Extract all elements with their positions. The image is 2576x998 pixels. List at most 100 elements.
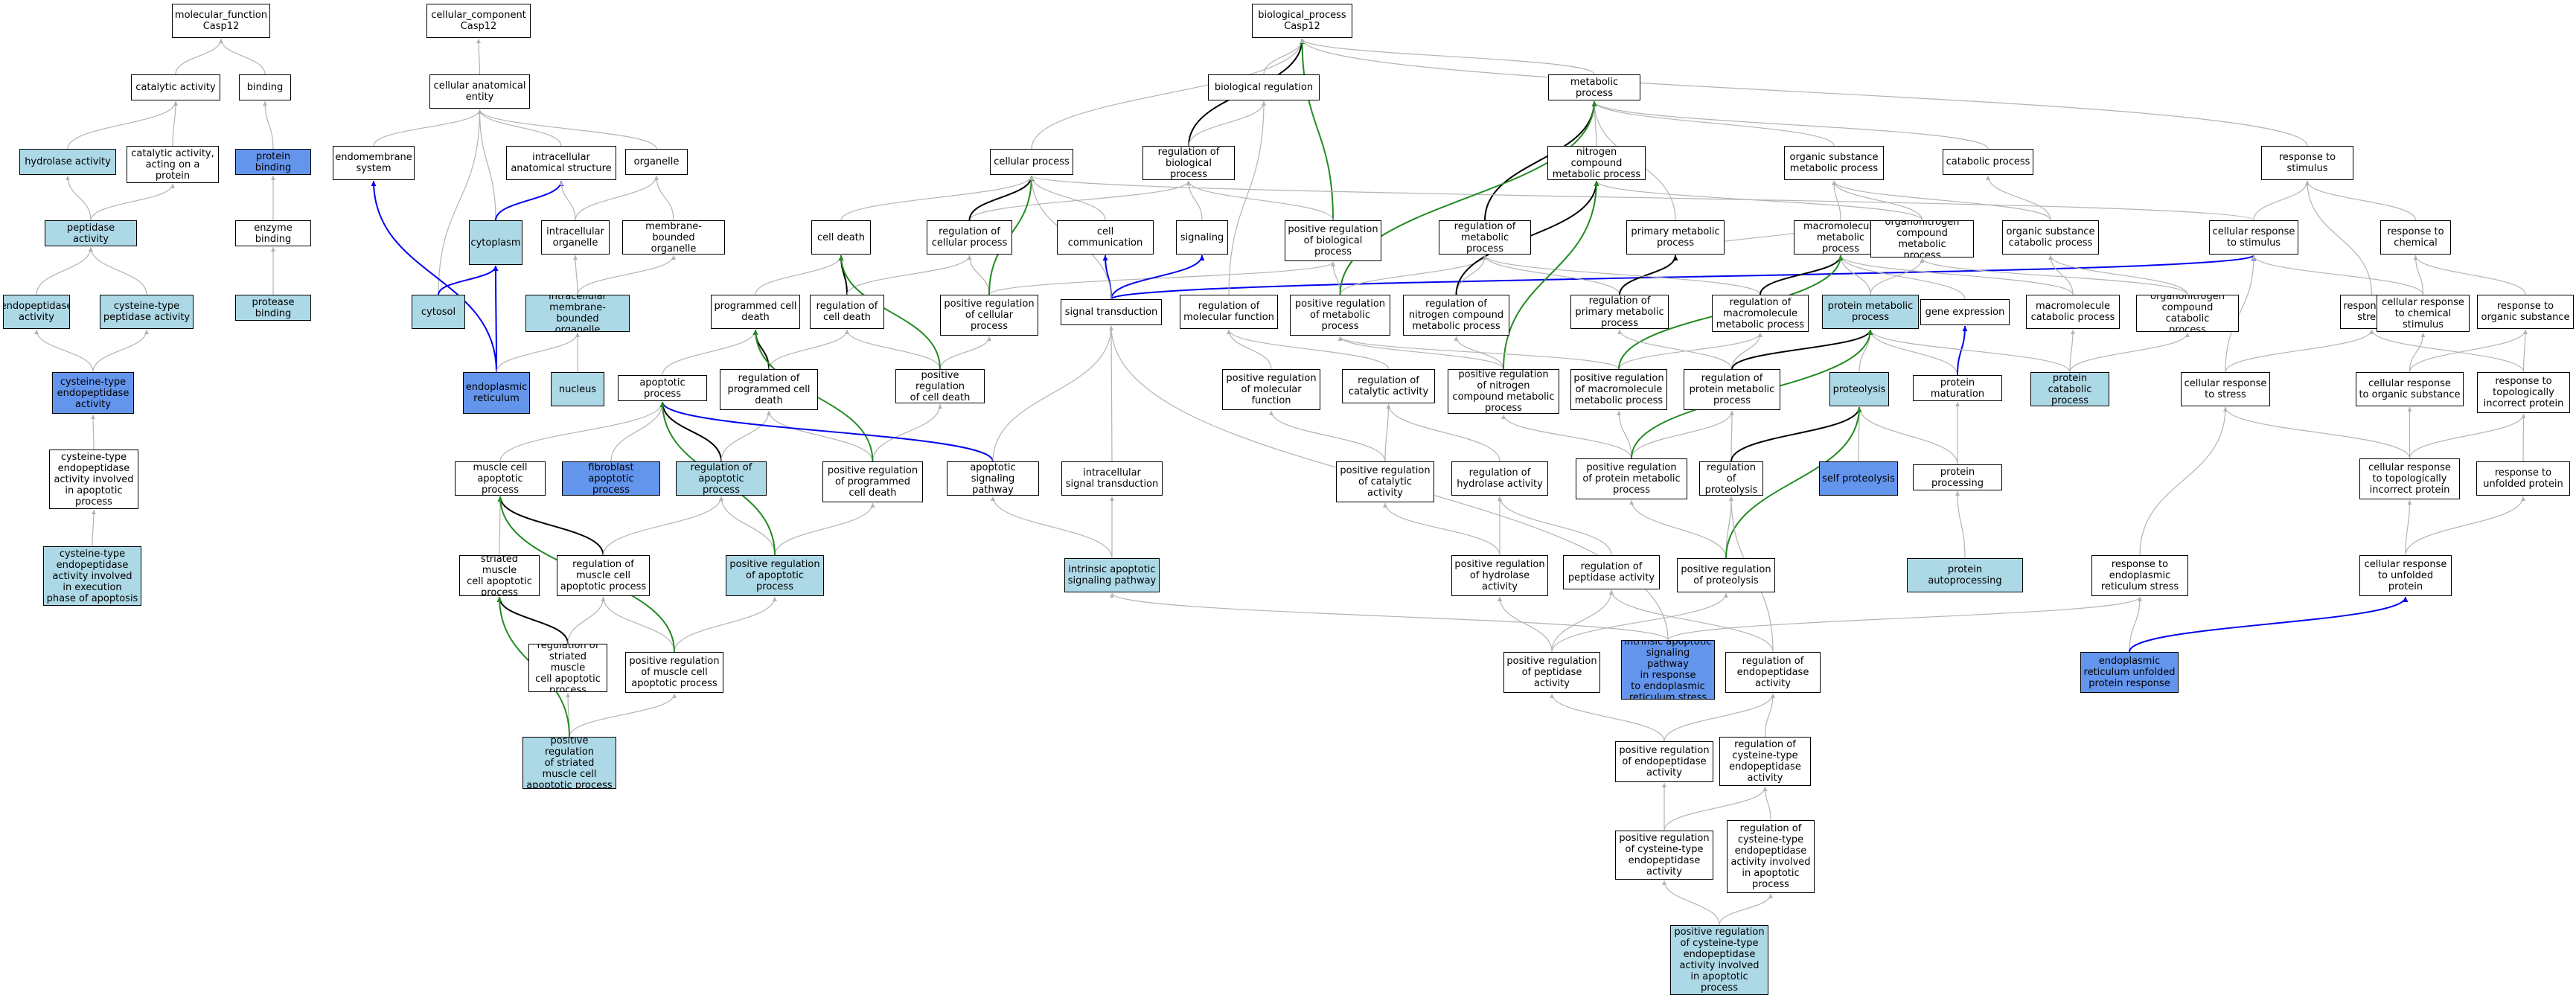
node-posregmolf[interactable]: positive regulation of molecular functio… [1222, 369, 1320, 410]
node-regpepact[interactable]: regulation of peptidase activity [1563, 555, 1660, 589]
node-posregcysapop[interactable]: positive regulation of cysteine-type end… [1670, 925, 1768, 995]
node-protmat[interactable]: protein maturation [1913, 375, 2002, 401]
node-celldeath[interactable]: cell death [811, 220, 871, 255]
node-regcysapop[interactable]: regulation of cysteine-type endopeptidas… [1727, 820, 1815, 893]
node-enzbind[interactable]: enzyme binding [235, 220, 311, 246]
node-posregendo[interactable]: positive regulation of endopeptidase act… [1615, 741, 1713, 782]
node-posregmuscle[interactable]: positive regulation of muscle cell apopt… [625, 652, 723, 693]
node-musclecell[interactable]: muscle cell apoptotic process [455, 461, 546, 496]
node-posmet[interactable]: positive regulation of metabolic process [1290, 295, 1390, 336]
node-catab[interactable]: catabolic process [1943, 149, 2033, 175]
node-posregcd[interactable]: positive regulation of cell death [895, 369, 985, 403]
node-orgcat[interactable]: organic substance catabolic process [2002, 220, 2099, 255]
node-intrinsic[interactable]: intrinsic apoptotic signaling pathway [1064, 558, 1160, 592]
node-sigtrans[interactable]: signal transduction [1061, 299, 1162, 325]
node-protcat[interactable]: protein catabolic process [2030, 372, 2109, 406]
node-mf[interactable]: molecular_function Casp12 [172, 4, 270, 38]
node-respunf[interactable]: response to unfolded protein [2476, 461, 2570, 496]
node-imbo[interactable]: intracellular membrane-bounded organelle [525, 295, 630, 332]
node-cellresptopo[interactable]: cellular response to topologically incor… [2359, 458, 2460, 499]
node-apop[interactable]: apoptotic process [618, 375, 707, 401]
node-bp[interactable]: biological_process Casp12 [1252, 4, 1352, 38]
node-regendo[interactable]: regulation of endopeptidase activity [1725, 652, 1821, 693]
node-regcell[interactable]: regulation of cellular process [927, 220, 1012, 255]
node-cellcomm[interactable]: cell communication [1057, 220, 1154, 255]
node-fibro[interactable]: fibroblast apoptotic process [562, 461, 660, 496]
node-posregprot[interactable]: positive regulation of protein metabolic… [1576, 458, 1687, 499]
node-posregmacro[interactable]: positive regulation of macromolecule met… [1570, 369, 1667, 410]
node-apopsig[interactable]: apoptotic signaling pathway [947, 461, 1039, 496]
node-catprot[interactable]: catalytic activity, acting on a protein [127, 146, 219, 183]
node-regmuscle[interactable]: regulation of muscle cell apoptotic proc… [557, 555, 650, 596]
node-nucleus[interactable]: nucleus [551, 372, 604, 406]
node-orgsub[interactable]: organic substance metabolic process [1784, 146, 1884, 180]
node-reghydro[interactable]: regulation of hydrolase activity [1451, 461, 1548, 496]
node-cellresp[interactable]: cellular response to stimulus [2209, 220, 2298, 255]
node-cc[interactable]: cellular_component Casp12 [426, 4, 531, 38]
node-cysapop[interactable]: cysteine-type endopeptidase activity inv… [49, 450, 138, 509]
node-regcysendo[interactable]: regulation of cysteine-type endopeptidas… [1719, 737, 1811, 786]
node-geneexp[interactable]: gene expression [1920, 299, 2010, 325]
node-er[interactable]: endoplasmic reticulum [463, 372, 530, 414]
node-orgnitro[interactable]: organonitrogen compound metabolic proces… [1870, 220, 1974, 258]
node-selfproteo[interactable]: self proteolysis [1819, 461, 1898, 496]
node-protproc[interactable]: protein processing [1913, 464, 2002, 490]
node-binding[interactable]: binding [239, 74, 291, 100]
node-endomem[interactable]: endomembrane system [333, 146, 415, 180]
node-regprot[interactable]: regulation of protein metabolic process [1684, 369, 1780, 410]
node-proteolysis[interactable]: proteolysis [1829, 372, 1889, 406]
node-posregpep[interactable]: positive regulation of peptidase activit… [1503, 652, 1600, 693]
node-pcd[interactable]: programmed cell death [711, 295, 800, 329]
node-posreghydro[interactable]: positive regulation of hydrolase activit… [1451, 555, 1548, 596]
node-regcat[interactable]: regulation of catalytic activity [1342, 369, 1435, 403]
node-regmacro[interactable]: regulation of macromolecule metabolic pr… [1712, 295, 1809, 332]
node-regprim[interactable]: regulation of primary metabolic process [1570, 295, 1669, 329]
node-mbo[interactable]: membrane-bounded organelle [622, 220, 725, 255]
node-posregnitro[interactable]: positive regulation of nitrogen compound… [1448, 369, 1559, 414]
node-endopep[interactable]: endopeptidase activity [3, 295, 70, 329]
node-ias[interactable]: intracellular anatomical structure [506, 146, 616, 180]
node-posregproteo[interactable]: positive regulation of proteolysis [1677, 558, 1775, 592]
node-primmet[interactable]: primary metabolic process [1626, 220, 1725, 255]
node-resporg[interactable]: response to organic substance [2477, 295, 2574, 329]
node-cytosol[interactable]: cytosol [412, 295, 465, 329]
node-posregapop[interactable]: positive regulation of apoptotic process [726, 555, 824, 596]
node-posregpcd[interactable]: positive regulation of programmed cell d… [822, 461, 923, 502]
node-resper[interactable]: response to endoplasmic reticulum stress [2091, 555, 2188, 596]
node-organelle[interactable]: organelle [625, 149, 688, 175]
node-cysexec[interactable]: cysteine-type endopeptidase activity inv… [43, 546, 141, 606]
node-regbio[interactable]: regulation of biological process [1142, 146, 1235, 180]
node-regmet[interactable]: regulation of metabolic process [1439, 220, 1531, 255]
node-cellrespunf[interactable]: cellular response to unfolded protein [2359, 555, 2452, 596]
node-macrocat[interactable]: macromolecule catabolic process [2026, 295, 2120, 329]
node-erunf[interactable]: endoplasmic reticulum unfolded protein r… [2080, 652, 2179, 693]
node-hydro[interactable]: hydrolase activity [19, 149, 116, 175]
node-pepact[interactable]: peptidase activity [45, 220, 137, 246]
node-protbind[interactable]: protein binding [235, 149, 311, 175]
node-resptopo[interactable]: response to topologically incorrect prot… [2477, 372, 2570, 413]
node-protease[interactable]: protease binding [235, 295, 311, 321]
node-posbio[interactable]: positive regulation of biological proces… [1285, 220, 1381, 261]
node-cytoplasm[interactable]: cytoplasm [469, 220, 522, 265]
node-resstim[interactable]: response to stimulus [2261, 146, 2353, 180]
node-cellresporg[interactable]: cellular response to organic substance [2356, 372, 2464, 406]
node-intrasig[interactable]: intracellular signal transduction [1061, 461, 1163, 496]
node-cellstress[interactable]: cellular response to stress [2181, 372, 2270, 406]
node-regapop[interactable]: regulation of apoptotic process [676, 461, 767, 496]
node-intrinsicer[interactable]: intrinsic apoptotic signaling pathway in… [1621, 640, 1715, 700]
node-cae[interactable]: cellular anatomical entity [429, 74, 530, 109]
node-respchem[interactable]: response to chemical [2380, 220, 2451, 255]
node-cellproc[interactable]: cellular process [990, 149, 1073, 175]
node-cyspep[interactable]: cysteine-type peptidase activity [100, 295, 194, 329]
node-metab[interactable]: metabolic process [1548, 74, 1640, 100]
node-regstriated[interactable]: regulation of striated muscle cell apopt… [528, 644, 607, 692]
node-regpcd[interactable]: regulation of programmed cell death [720, 369, 818, 410]
node-bioreg[interactable]: biological regulation [1208, 74, 1320, 100]
node-nitro[interactable]: nitrogen compound metabolic process [1547, 146, 1646, 180]
node-catact[interactable]: catalytic activity [131, 74, 220, 100]
node-signaling[interactable]: signaling [1176, 220, 1228, 255]
node-regnitro[interactable]: regulation of nitrogen compound metaboli… [1403, 295, 1509, 336]
node-protauto[interactable]: protein autoprocessing [1907, 558, 2023, 592]
node-orgnitrocat[interactable]: organonitrogen compound catabolic proces… [2136, 295, 2239, 332]
node-cysendo[interactable]: cysteine-type endopeptidase activity [52, 372, 134, 414]
